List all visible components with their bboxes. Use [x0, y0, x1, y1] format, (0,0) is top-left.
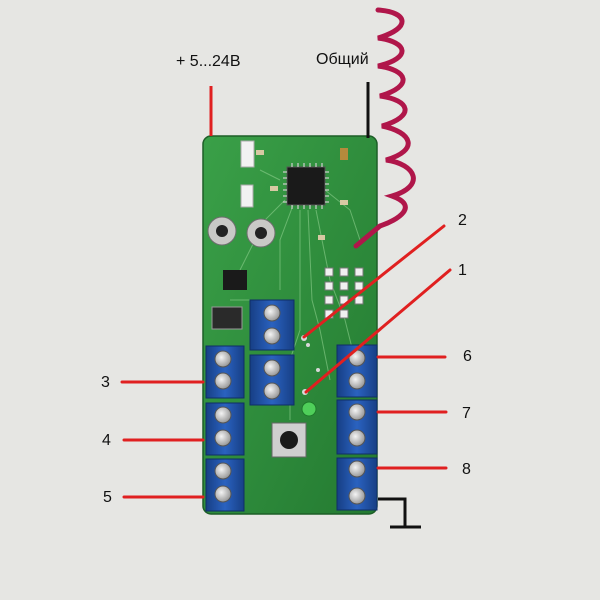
label-5: 5 [103, 489, 112, 506]
label-8: 8 [462, 461, 471, 478]
terminal-block-left-5 [205, 458, 245, 512]
terminal-block-right-7 [336, 399, 378, 455]
pointer-1 [304, 268, 452, 394]
pointer-2 [302, 224, 446, 339]
terminal-block-left-4 [205, 402, 245, 456]
inductor [211, 306, 243, 330]
crystal [340, 148, 348, 160]
status-led [301, 401, 317, 417]
label-common: Общий [316, 51, 369, 68]
label-7: 7 [462, 405, 471, 422]
label-power: + 5...24В [176, 53, 241, 70]
capacitor-right [246, 218, 276, 248]
power-pad [240, 140, 255, 168]
microcontroller-chip [286, 166, 326, 206]
pad-2 [240, 184, 254, 208]
label-1: 1 [458, 262, 467, 279]
annotation-lines [120, 224, 452, 499]
terminal-block-right-6 [336, 344, 378, 398]
ground-symbol-icon [378, 497, 421, 529]
terminal-block-right-8 [336, 457, 378, 511]
pin-header [324, 267, 364, 319]
terminal-block-left-3 [205, 345, 245, 399]
regulator-chip [223, 270, 247, 290]
label-4: 4 [102, 432, 111, 449]
terminal-block-center-1 [249, 354, 295, 406]
terminal-block-center-2 [249, 299, 295, 351]
capacitor-left [207, 216, 237, 246]
spring-antenna-icon [353, 7, 416, 249]
label-3: 3 [101, 374, 110, 391]
label-6: 6 [463, 348, 472, 365]
push-button [271, 422, 307, 458]
label-2: 2 [458, 212, 467, 229]
